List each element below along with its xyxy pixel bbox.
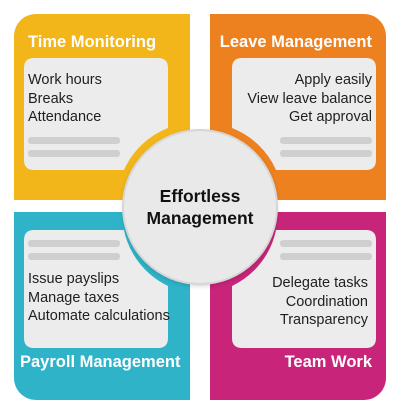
list-item: Breaks: [28, 90, 74, 107]
list-item: Automate calculations: [28, 308, 170, 324]
list-item: Work hours: [28, 72, 102, 88]
center-title-line-2: Management: [146, 208, 254, 228]
list-item: Apply easily: [294, 72, 372, 88]
center-title-line-1: Effortless: [159, 186, 241, 206]
center-circle: Effortless Management: [124, 131, 276, 283]
payroll-management-list: Issue payslips Manage taxes Automate cal…: [28, 270, 170, 326]
leave-management-title: Leave Management: [219, 33, 372, 51]
list-item: Issue payslips: [28, 271, 120, 287]
payroll-management-placeholder-line: [28, 240, 120, 247]
time-monitoring-list: Work hours Breaks Attendance: [28, 71, 102, 127]
leave-management-placeholder-line: [280, 137, 372, 144]
list-item: Delegate tasks: [272, 275, 368, 291]
payroll-management-placeholder-line: [28, 253, 120, 260]
list-item: Attendance: [28, 109, 102, 125]
payroll-management-title: Payroll Management: [20, 353, 181, 371]
time-monitoring-placeholder-line: [28, 137, 120, 144]
team-work-list: Delegate tasks Coordination Transparency: [272, 274, 368, 330]
list-item: Transparency: [279, 312, 368, 328]
team-work-placeholder-line: [280, 240, 372, 247]
time-monitoring-placeholder-line: [28, 150, 120, 157]
team-work-placeholder-line: [280, 253, 372, 260]
team-work-title: Team Work: [284, 353, 372, 371]
list-item: Coordination: [285, 293, 368, 310]
time-monitoring-title: Time Monitoring: [28, 33, 157, 51]
list-item: Manage taxes: [28, 289, 120, 306]
leave-management-placeholder-line: [280, 150, 372, 157]
list-item: Get approval: [288, 109, 372, 125]
list-item: View leave balance: [247, 90, 372, 107]
leave-management-list: Apply easily View leave balance Get appr…: [247, 71, 372, 127]
